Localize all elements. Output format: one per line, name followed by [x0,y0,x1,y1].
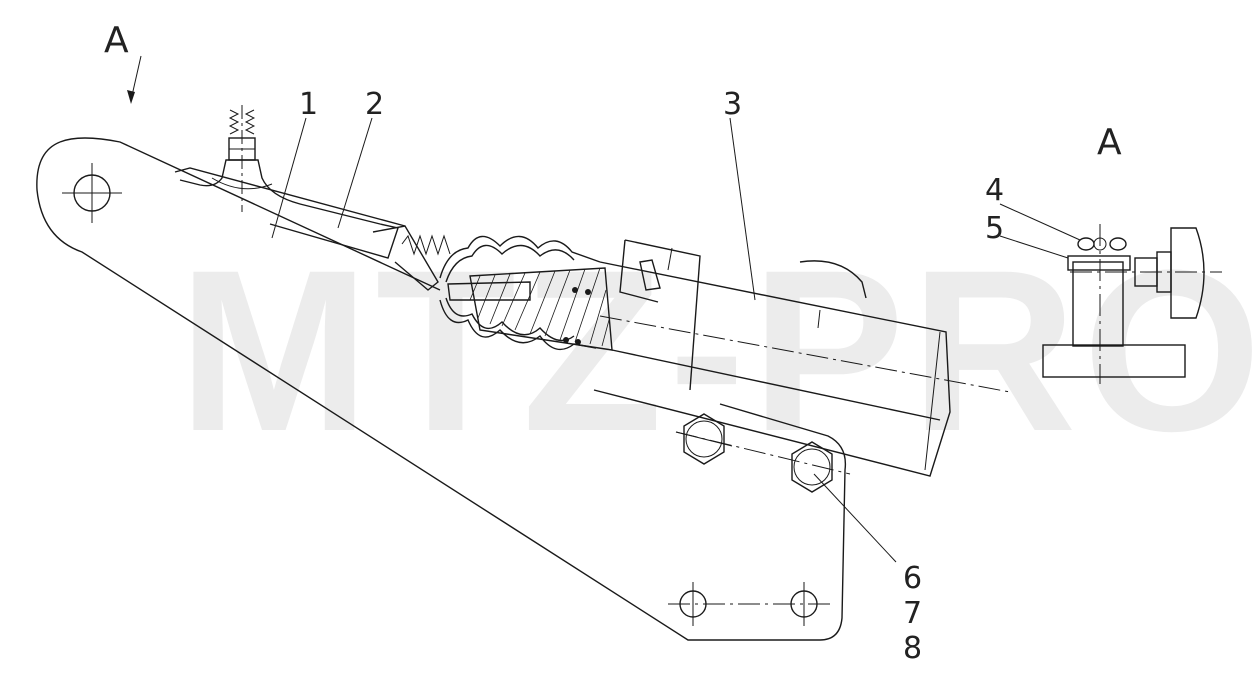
callout-1: 1 [299,87,318,122]
rubber-boot [439,235,601,351]
callout-4: 4 [985,173,1004,208]
callout-5: 5 [985,211,1004,246]
callout-2: 2 [365,87,384,122]
callout-8: 8 [903,631,922,666]
view-marker-label: A [104,20,129,61]
bolt-right [791,441,833,493]
bolt-group [675,413,851,493]
view-marker: A [104,20,142,104]
bracket-body [36,137,847,641]
detail-view-a: A [1042,122,1222,384]
watermark-text: MTZ-PRO [178,222,1252,479]
callout-7: 7 [903,596,922,631]
detail-view-title: A [1097,122,1122,163]
master-cylinder [593,239,1011,477]
callout-3: 3 [723,87,742,122]
callout-6: 6 [903,561,922,596]
leader-lines [271,117,1081,563]
pushrod [174,105,451,291]
